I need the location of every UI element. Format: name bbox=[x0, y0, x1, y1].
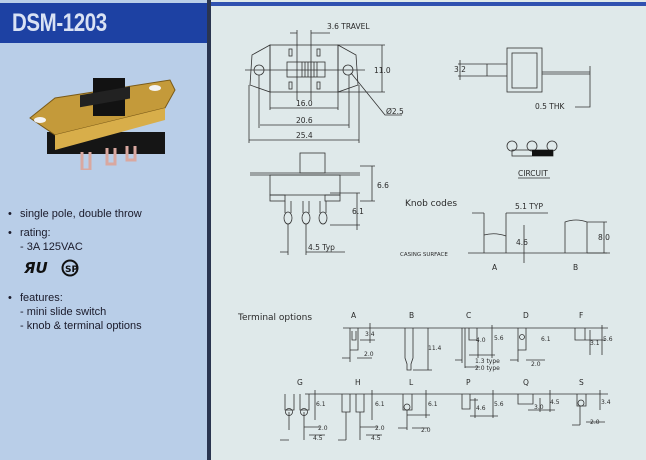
dim: 4.5 bbox=[313, 435, 323, 442]
terminal-labels: A B C D F G H L P Q S bbox=[297, 311, 584, 387]
dim: 3.0 bbox=[534, 404, 544, 411]
rating-value: - 3A 125VAC bbox=[20, 241, 83, 253]
terminal-code: A bbox=[351, 311, 357, 320]
dim-knob-a: 4.6 bbox=[516, 238, 528, 247]
dim: 3.4 bbox=[601, 399, 611, 406]
dim: 2.0 bbox=[375, 425, 385, 432]
terminal-code: H bbox=[355, 378, 361, 387]
terminal-code: D bbox=[523, 311, 529, 320]
side-view-drawing bbox=[250, 152, 375, 255]
terminal-options-title: Terminal options bbox=[237, 313, 312, 323]
knob-codes-title: Knob codes bbox=[405, 199, 457, 209]
dim: 4.5 bbox=[550, 399, 560, 406]
dim: 5.6 bbox=[603, 336, 613, 343]
feature-text: single pole, double throw bbox=[20, 208, 142, 220]
terminal-code: G bbox=[297, 378, 303, 387]
dim: 2.0 type bbox=[475, 365, 500, 372]
dim: 4.6 bbox=[476, 405, 486, 412]
dim: 6.1 bbox=[541, 336, 551, 343]
dim: 6.1 bbox=[375, 401, 385, 408]
title-banner: DSM-1203 bbox=[0, 3, 207, 43]
top-view-drawing bbox=[245, 30, 402, 143]
terminal-code: B bbox=[409, 311, 414, 320]
dim: 5.6 bbox=[494, 335, 504, 342]
side-profile-drawing bbox=[458, 47, 591, 108]
casing-surface-label: CASING SURFACE bbox=[400, 252, 448, 258]
terminal-code: Q bbox=[523, 378, 529, 387]
dim: 6.1 bbox=[316, 401, 326, 408]
dim: 5.6 bbox=[494, 401, 504, 408]
terminal-code: F bbox=[579, 311, 583, 320]
terminal-code: L bbox=[409, 378, 414, 387]
feature-text: features: bbox=[20, 292, 63, 304]
product-photo bbox=[29, 78, 176, 170]
dim: 4.5 bbox=[371, 435, 381, 442]
dim: 2.0 bbox=[531, 361, 541, 368]
knob-a-label: A bbox=[492, 263, 498, 272]
dim: 6.1 bbox=[428, 401, 438, 408]
dim-width-1: 16.0 bbox=[296, 99, 313, 108]
dim: 3.1 bbox=[590, 340, 600, 347]
terminal-code: C bbox=[466, 311, 471, 320]
knob-b-label: B bbox=[573, 263, 578, 272]
terminal-options-drawing bbox=[280, 323, 608, 441]
dim-terminal-length: 6.1 bbox=[352, 207, 364, 216]
dim-width-3: 25.4 bbox=[296, 131, 313, 140]
svg-text:SP: SP bbox=[65, 265, 78, 275]
dim: 1.3 type bbox=[475, 358, 500, 365]
dim: 11.4 bbox=[428, 345, 442, 352]
csa-logo-icon bbox=[61, 259, 79, 277]
product-panel bbox=[0, 0, 207, 460]
dim: 2.0 bbox=[421, 427, 431, 434]
circuit-label: CIRCUIT bbox=[518, 169, 548, 178]
dim-knob-b: 8.0 bbox=[598, 233, 610, 242]
top-rule bbox=[211, 2, 646, 6]
feature-item: - knob & terminal options bbox=[20, 320, 142, 332]
dim-travel: 3.6 TRAVEL bbox=[327, 22, 370, 31]
dim: 2.0 bbox=[590, 419, 600, 426]
dim-width-2: 20.6 bbox=[296, 116, 313, 125]
dim-side-height: 6.6 bbox=[377, 181, 389, 190]
dim: 4.0 bbox=[476, 337, 486, 344]
dim-profile: 3.2 bbox=[454, 65, 466, 74]
dim-hole: Ø2.5 bbox=[386, 107, 404, 116]
feature-text: rating: bbox=[20, 227, 51, 239]
dim-knob-typ: 5.1 TYP bbox=[515, 202, 543, 211]
cert-logos: ЯU SP bbox=[24, 259, 79, 277]
feature-item: - mini slide switch bbox=[20, 306, 107, 318]
ul-logo-icon: ЯU bbox=[24, 259, 48, 277]
feature-rating: •rating: bbox=[8, 227, 51, 239]
feature-list-title: •features: bbox=[8, 292, 63, 304]
dim: 3.4 bbox=[365, 331, 375, 338]
dim: 2.0 bbox=[318, 425, 328, 432]
terminal-code: S bbox=[579, 378, 584, 387]
dim-height: 11.0 bbox=[374, 66, 391, 75]
product-title: DSM-1203 bbox=[12, 9, 107, 37]
terminal-dimensions: 3.4 2.0 11.4 4.0 5.6 1.3 type 2.0 type 6… bbox=[313, 331, 613, 442]
dim-pitch: 4.5 Typ bbox=[308, 243, 335, 252]
circuit-contact bbox=[532, 150, 553, 156]
dim-thickness: 0.5 THK bbox=[535, 102, 566, 111]
terminal-code: P bbox=[466, 378, 471, 387]
panel-divider bbox=[207, 0, 211, 460]
feature-pole: •single pole, double throw bbox=[8, 208, 142, 220]
knob-codes-drawing bbox=[468, 212, 610, 263]
dim: 2.0 bbox=[364, 351, 374, 358]
